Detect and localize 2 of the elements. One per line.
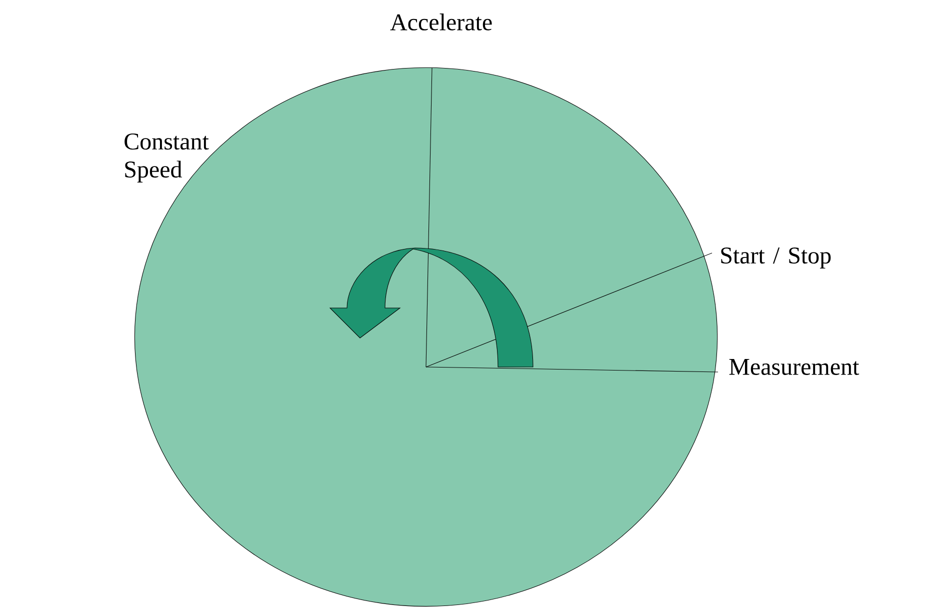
label: Constant Speed: [124, 134, 209, 182]
label: Accelerate: [390, 14, 492, 30]
